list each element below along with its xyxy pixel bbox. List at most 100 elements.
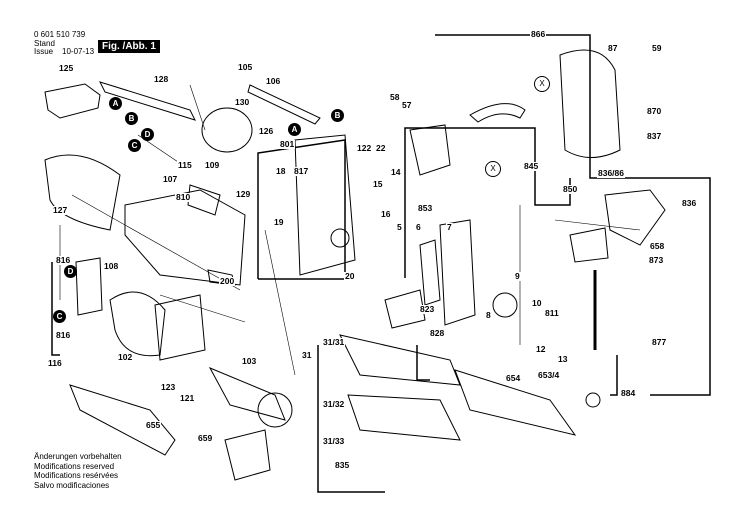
part-label: 9 bbox=[514, 271, 521, 281]
part-label: 18 bbox=[275, 166, 287, 176]
motor-housing-127 bbox=[44, 154, 121, 231]
part-label: 6 bbox=[415, 222, 422, 232]
stand-label: Stand bbox=[34, 39, 55, 48]
washer-5 bbox=[330, 228, 350, 248]
part-label: 15 bbox=[372, 179, 384, 189]
baseplate-31-31 bbox=[339, 334, 461, 386]
part-label: 828 bbox=[429, 328, 446, 338]
plate-109 bbox=[187, 184, 221, 216]
part-label: 127 bbox=[52, 205, 69, 215]
connector-c: C bbox=[128, 139, 141, 152]
bracket-853 bbox=[409, 124, 451, 176]
part-label: 126 bbox=[258, 126, 275, 136]
part-label: 109 bbox=[204, 160, 221, 170]
part-label: 13 bbox=[557, 354, 569, 364]
part-label: 130 bbox=[234, 97, 251, 107]
part-label: 115 bbox=[177, 160, 193, 170]
part-label: 128 bbox=[153, 74, 170, 84]
plate-31-32 bbox=[347, 394, 461, 441]
adapter-659 bbox=[224, 429, 271, 481]
part-label: 837 bbox=[646, 131, 663, 141]
housing-7 bbox=[439, 219, 476, 326]
part-label: 123 bbox=[160, 382, 177, 392]
part-label: 105 bbox=[237, 62, 254, 72]
footer-note: Änderungen vorbehalten bbox=[34, 452, 122, 461]
footer-note: Modifications resérvées bbox=[34, 471, 119, 480]
fan-103 bbox=[257, 392, 293, 428]
part-label: 19 bbox=[273, 217, 285, 227]
stator-102 bbox=[109, 291, 166, 357]
part-label: 200 bbox=[219, 276, 236, 286]
gear-housing bbox=[294, 134, 356, 276]
part-label: 816 bbox=[55, 330, 72, 340]
figure-label: Fig. /Abb. 1 bbox=[98, 40, 160, 53]
connector-x: X bbox=[485, 161, 501, 177]
footer-note: Salvo modificaciones bbox=[34, 480, 110, 490]
connector-a: A bbox=[109, 97, 122, 110]
part-label: 108 bbox=[103, 261, 120, 271]
part-label: 31/31 bbox=[322, 337, 346, 347]
part-number: 0 601 510 739 bbox=[34, 30, 86, 39]
part-label: 8 bbox=[485, 310, 492, 320]
part-label: 122 bbox=[356, 143, 373, 153]
part-label: 884 bbox=[620, 388, 637, 398]
part-label: 866 bbox=[530, 29, 547, 39]
part-label: 106 bbox=[265, 76, 282, 86]
part-label: 102 bbox=[117, 352, 134, 362]
armature-103 bbox=[208, 366, 286, 421]
footer-note: Modifications reserved bbox=[34, 461, 115, 471]
part-label: 823 bbox=[419, 304, 436, 314]
part-label: 870 bbox=[646, 106, 663, 116]
brush-holder bbox=[75, 257, 103, 316]
base-823 bbox=[384, 289, 426, 329]
cable-106 bbox=[247, 84, 321, 125]
part-label: 14 bbox=[390, 167, 402, 177]
part-label: 121 bbox=[179, 393, 196, 403]
part-label: 810 bbox=[175, 192, 192, 202]
connector-b: B bbox=[331, 109, 344, 122]
part-label: 850 bbox=[562, 184, 579, 194]
part-label: 658 bbox=[649, 241, 666, 251]
part-label: 845 bbox=[523, 161, 540, 171]
gear-9 bbox=[492, 292, 518, 318]
part-label: 57 bbox=[401, 100, 413, 110]
issue-label: Issue bbox=[34, 47, 54, 56]
part-label: 16 bbox=[380, 209, 392, 219]
plate-6 bbox=[419, 239, 441, 306]
part-label: 12 bbox=[535, 344, 547, 354]
part-label: 22 bbox=[375, 143, 387, 153]
part-label: 58 bbox=[389, 92, 401, 102]
part-label: 31 bbox=[301, 350, 313, 360]
part-label: 816 bbox=[55, 255, 72, 265]
part-label: 129 bbox=[235, 189, 252, 199]
footer-notes: Änderungen vorbehalten Modifications res… bbox=[34, 452, 122, 490]
bracket-123 bbox=[154, 294, 206, 361]
part-label: 801 bbox=[279, 139, 296, 149]
connector-x: X bbox=[534, 76, 550, 92]
part-label: 835 bbox=[334, 460, 351, 470]
part-label: 853 bbox=[417, 203, 434, 213]
hose-655 bbox=[69, 384, 176, 456]
part-label: 87 bbox=[607, 43, 619, 53]
part-label: 655 bbox=[145, 420, 162, 430]
part-label: 7 bbox=[446, 222, 453, 232]
part-label: 877 bbox=[651, 337, 668, 347]
part-label: 125 bbox=[58, 63, 75, 73]
part-label: 653/4 bbox=[537, 370, 561, 380]
part-label: 31/33 bbox=[322, 436, 346, 446]
connector-c: C bbox=[53, 310, 66, 323]
part-label: 836/86 bbox=[597, 168, 625, 178]
part-label: 59 bbox=[651, 43, 663, 53]
block-873 bbox=[569, 227, 609, 263]
part-label: 811 bbox=[544, 308, 560, 318]
leader-lines bbox=[51, 34, 711, 493]
connector-b: B bbox=[125, 112, 138, 125]
connector-a: A bbox=[288, 123, 301, 136]
part-label: 654 bbox=[505, 373, 522, 383]
switch-125 bbox=[44, 83, 101, 119]
issue-date: 10-07-13 bbox=[62, 47, 95, 56]
part-label: 103 bbox=[241, 356, 258, 366]
part-label: 116 bbox=[47, 358, 63, 368]
